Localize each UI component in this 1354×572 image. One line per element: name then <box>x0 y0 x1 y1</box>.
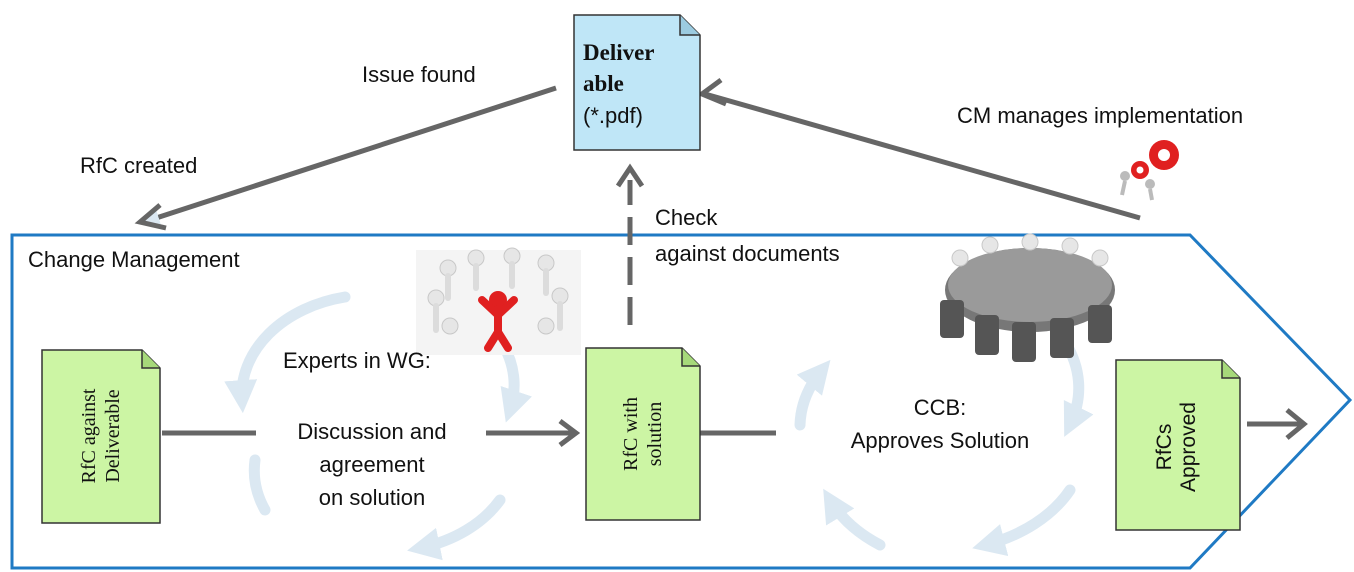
cm-implementation-arrow <box>704 91 1141 221</box>
issue-found-label: Issue found <box>362 62 476 87</box>
discussion-arrowhead <box>558 419 581 447</box>
rfc-with-solution-document <box>585 347 701 521</box>
rfcs-approved-doc-label: RfCs Approved <box>1153 372 1203 522</box>
ccb-table-illustration <box>940 233 1115 362</box>
discussion-line2: agreement <box>319 452 425 477</box>
rfc-against-doc-label: RfC against Deliverable <box>77 361 125 511</box>
output-arrowhead <box>1285 408 1308 440</box>
discussion-line3: on solution <box>318 485 426 510</box>
rfcs-approved-line1: RfCs <box>1153 423 1176 471</box>
experts-group-illustration <box>416 247 581 355</box>
check-label-line2: against documents <box>655 241 840 266</box>
check-arrowhead <box>615 163 645 188</box>
discussion-line1: Discussion and <box>297 419 447 444</box>
rfc-against-line1: RfC against <box>78 388 100 484</box>
rfc-against-line2: Deliverable <box>102 389 124 483</box>
deliverable-title-line2: able <box>583 71 624 96</box>
cm-implementation-arrowhead <box>696 77 727 107</box>
change-management-title: Change Management <box>28 247 240 272</box>
rfcs-approved-document <box>1115 359 1241 531</box>
experts-label: Experts in WG: <box>283 348 431 373</box>
deliverable-format: (*.pdf) <box>583 103 643 128</box>
rfc-with-line1: RfC with <box>620 397 642 471</box>
rfcs-approved-line2: Approved <box>1177 402 1200 492</box>
cm-manages-label: CM manages implementation <box>957 103 1244 128</box>
change-management-frame <box>10 233 1353 570</box>
rfc-created-arrow <box>144 85 557 225</box>
deliverable-title-line1: Deliver <box>583 40 655 65</box>
approves-label: Approves Solution <box>850 428 1030 453</box>
rfc-created-arrowhead <box>134 203 167 231</box>
rfc-with-line2: solution <box>644 401 666 467</box>
check-label-line1: Check <box>655 205 718 230</box>
ccb-label: CCB: <box>913 395 967 420</box>
deliverable-document <box>573 14 701 151</box>
rfc-against-deliverable-document <box>41 349 161 524</box>
rfc-with-doc-label: RfC with solution <box>619 359 667 509</box>
gears-illustration <box>1120 140 1179 201</box>
rfc-created-label: RfC created <box>80 153 198 178</box>
